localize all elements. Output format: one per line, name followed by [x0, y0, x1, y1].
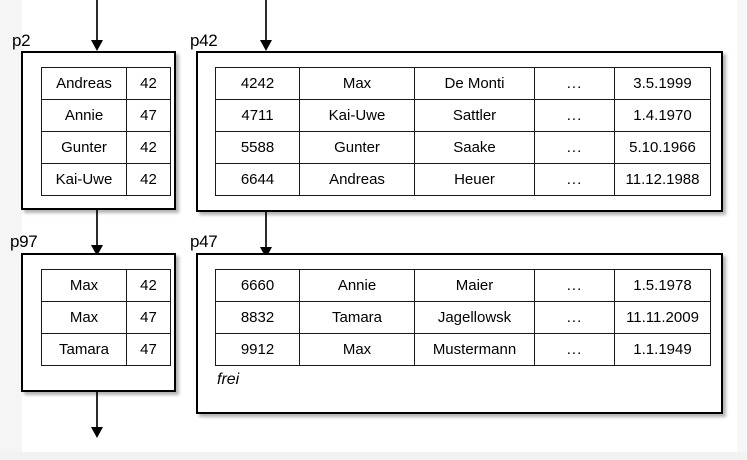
cell-name: Tamara: [41, 333, 127, 366]
cell-date: 3.5.1999: [614, 67, 711, 100]
table-row[interactable]: Gunter 42: [41, 131, 171, 164]
cell-last-name: Jagellowsk: [414, 301, 535, 334]
table-row[interactable]: Andreas 42: [41, 67, 171, 100]
page-label-p2: p2: [12, 31, 31, 50]
cell-more: ...: [534, 131, 615, 164]
page-edge-left: [0, 0, 22, 460]
cell-name: Andreas: [41, 67, 127, 100]
cell-date: 1.4.1970: [614, 99, 711, 132]
table-row[interactable]: Max 42: [41, 269, 171, 302]
page-label-p42: p42: [190, 31, 218, 50]
cell-more: ...: [534, 301, 615, 334]
data-table-p47: 6660 Annie Maier ... 1.5.1978 8832 Tamar…: [215, 269, 711, 366]
cell-first-name: Tamara: [299, 301, 415, 334]
table-row[interactable]: Annie 47: [41, 99, 171, 132]
table-row[interactable]: Max 47: [41, 301, 171, 334]
cell-more: ...: [534, 163, 615, 196]
table-row[interactable]: 6660 Annie Maier ... 1.5.1978: [215, 269, 711, 302]
page-box-p2[interactable]: Andreas 42 Annie 47 Gunter 42 Kai-Uwe 42: [21, 51, 176, 210]
cell-value: 42: [126, 163, 171, 196]
cell-date: 11.12.1988: [614, 163, 711, 196]
cell-name: Max: [41, 301, 127, 334]
cell-last-name: Mustermann: [414, 333, 535, 366]
cell-id: 6644: [215, 163, 300, 196]
cell-value: 47: [126, 301, 171, 334]
table-row[interactable]: 6644 Andreas Heuer ... 11.12.1988: [215, 163, 711, 196]
cell-value: 42: [126, 269, 171, 302]
free-space-label: frei: [217, 371, 240, 388]
page-label-p47: p47: [190, 232, 218, 251]
cell-name: Kai-Uwe: [41, 163, 127, 196]
page-edge-bottom: [0, 452, 747, 460]
cell-more: ...: [534, 67, 615, 100]
cell-value: 42: [126, 67, 171, 100]
cell-value: 47: [126, 99, 171, 132]
cell-first-name: Gunter: [299, 131, 415, 164]
cell-first-name: Max: [299, 67, 415, 100]
cell-first-name: Andreas: [299, 163, 415, 196]
page-box-p42[interactable]: 4242 Max De Monti ... 3.5.1999 4711 Kai-…: [196, 51, 723, 212]
cell-first-name: Annie: [299, 269, 415, 302]
cell-more: ...: [534, 269, 615, 302]
cell-date: 11.11.2009: [614, 301, 711, 334]
cell-last-name: Saake: [414, 131, 535, 164]
cell-more: ...: [534, 333, 615, 366]
page-box-p97[interactable]: Max 42 Max 47 Tamara 47: [21, 253, 176, 392]
cell-first-name: Max: [299, 333, 415, 366]
cell-last-name: De Monti: [414, 67, 535, 100]
cell-date: 1.1.1949: [614, 333, 711, 366]
cell-first-name: Kai-Uwe: [299, 99, 415, 132]
cell-id: 9912: [215, 333, 300, 366]
cell-last-name: Maier: [414, 269, 535, 302]
cell-id: 4711: [215, 99, 300, 132]
cell-date: 5.10.1966: [614, 131, 711, 164]
cell-last-name: Sattler: [414, 99, 535, 132]
data-table-p42: 4242 Max De Monti ... 3.5.1999 4711 Kai-…: [215, 67, 711, 196]
table-row[interactable]: 9912 Max Mustermann ... 1.1.1949: [215, 333, 711, 366]
cell-id: 5588: [215, 131, 300, 164]
cell-value: 47: [126, 333, 171, 366]
table-row[interactable]: 8832 Tamara Jagellowsk ... 11.11.2009: [215, 301, 711, 334]
directory-table-p2: Andreas 42 Annie 47 Gunter 42 Kai-Uwe 42: [41, 67, 171, 196]
page-box-p47[interactable]: 6660 Annie Maier ... 1.5.1978 8832 Tamar…: [196, 253, 723, 414]
cell-last-name: Heuer: [414, 163, 535, 196]
table-row[interactable]: 4711 Kai-Uwe Sattler ... 1.4.1970: [215, 99, 711, 132]
table-row[interactable]: 4242 Max De Monti ... 3.5.1999: [215, 67, 711, 100]
table-row[interactable]: Tamara 47: [41, 333, 171, 366]
table-row[interactable]: 5588 Gunter Saake ... 5.10.1966: [215, 131, 711, 164]
page-label-p97: p97: [10, 232, 38, 251]
cell-date: 1.5.1978: [614, 269, 711, 302]
cell-name: Max: [41, 269, 127, 302]
cell-id: 4242: [215, 67, 300, 100]
cell-value: 42: [126, 131, 171, 164]
cell-name: Annie: [41, 99, 127, 132]
cell-id: 8832: [215, 301, 300, 334]
cell-id: 6660: [215, 269, 300, 302]
cell-name: Gunter: [41, 131, 127, 164]
directory-table-p97: Max 42 Max 47 Tamara 47: [41, 269, 171, 366]
table-row[interactable]: Kai-Uwe 42: [41, 163, 171, 196]
page-edge-right: [737, 0, 747, 460]
cell-more: ...: [534, 99, 615, 132]
